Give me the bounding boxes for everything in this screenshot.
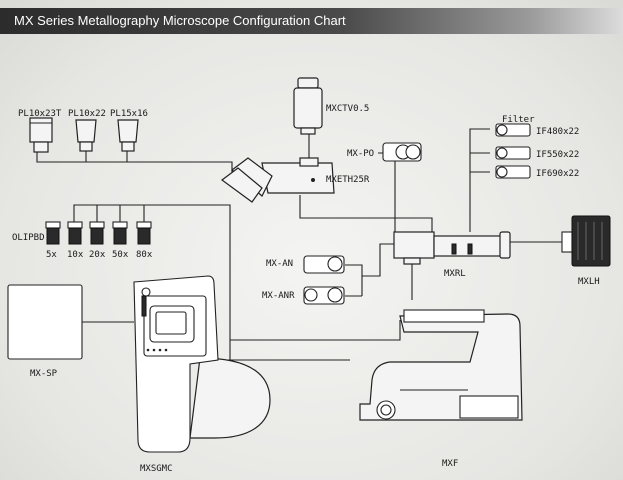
eyepiece-pl10x22 xyxy=(75,119,97,152)
page-title: MX Series Metallography Microscope Confi… xyxy=(14,13,346,28)
camera-adapter xyxy=(293,77,323,135)
objective-20x xyxy=(89,221,105,245)
lamp-house xyxy=(561,215,611,267)
polarizer-label: MX-PO xyxy=(347,149,374,159)
objective-set-label: OLIPBD xyxy=(12,233,45,243)
camera-adapter-label: MXCTV0.5 xyxy=(326,104,369,114)
header-bar: MX Series Metallography Microscope Confi… xyxy=(0,8,623,34)
frame-label: MXF xyxy=(442,459,458,469)
eyepiece-pl10x23t xyxy=(29,117,53,153)
eyepiece-pl15x16 xyxy=(117,119,139,152)
objective-10x xyxy=(67,221,83,245)
objective-20x-label: 20x xyxy=(89,250,106,260)
objective-10x-label: 10x xyxy=(67,250,84,260)
polarizer xyxy=(382,142,422,162)
eyepiece-3-label: PL15x16 xyxy=(110,109,148,119)
stage xyxy=(133,275,271,453)
filter-2-label: IF550x22 xyxy=(536,150,579,160)
filter-if480 xyxy=(495,123,531,137)
filter-3-label: IF690x22 xyxy=(536,169,579,179)
trinocular-head xyxy=(220,157,335,203)
objective-5x xyxy=(45,221,61,245)
filter-title: Filter xyxy=(502,115,535,125)
filter-if550 xyxy=(495,146,531,160)
analyzer xyxy=(303,255,345,274)
objective-5x-label: 5x xyxy=(46,250,57,260)
illuminator-label: MXRL xyxy=(444,269,466,279)
filter-if690 xyxy=(495,165,531,179)
trinocular-head-label: MXETH25R xyxy=(326,175,370,185)
analyzer-label: MX-AN xyxy=(266,259,293,269)
stage-label: MXSGMC xyxy=(140,464,173,474)
lamp-house-label: MXLH xyxy=(578,277,600,287)
rotating-analyzer xyxy=(303,286,345,305)
eyepiece-2-label: PL10x22 xyxy=(68,109,106,119)
objective-80x-label: 80x xyxy=(136,250,153,260)
objective-50x xyxy=(112,221,128,245)
microscope-frame xyxy=(359,309,523,421)
connector-lines xyxy=(36,128,566,415)
rotating-analyzer-label: MX-ANR xyxy=(262,291,295,301)
objective-50x-label: 50x xyxy=(112,250,129,260)
specimen-plate-label: MX-SP xyxy=(30,369,58,379)
objective-80x xyxy=(136,221,152,245)
specimen-plate xyxy=(7,284,83,360)
eyepiece-1-label: PL10x23T xyxy=(18,109,62,119)
filter-1-label: IF480x22 xyxy=(536,127,579,137)
illuminator xyxy=(393,231,511,265)
